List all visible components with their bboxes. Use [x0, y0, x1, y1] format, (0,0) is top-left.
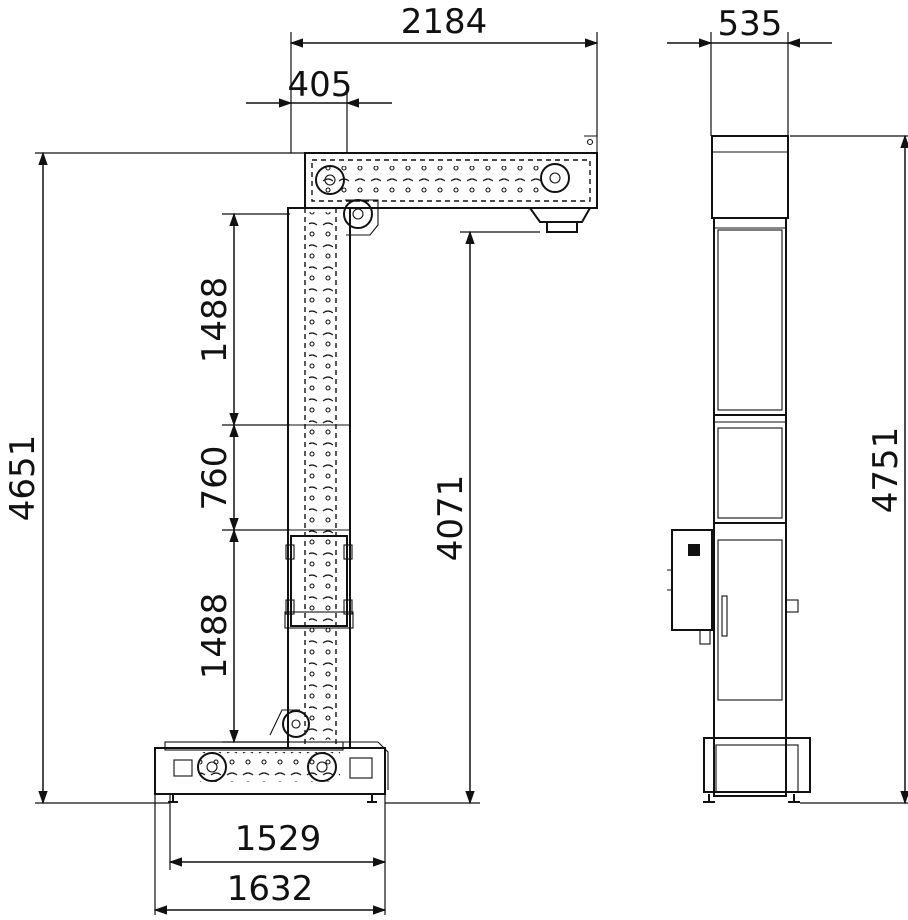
- dimension-lines: [35, 32, 908, 915]
- dim-outer-base-width: 1632: [227, 869, 314, 909]
- dim-overall-width: 2184: [401, 2, 488, 42]
- dim-top-offset: 405: [288, 65, 353, 105]
- bottom-base-section: [154, 741, 389, 803]
- dim-inner-base-width: 1529: [235, 819, 322, 859]
- dim-side-height: 4751: [866, 427, 906, 514]
- dimension-labels: 2184 405 535 4651 1488 760 1488 4071 475…: [3, 2, 906, 909]
- side-elevation: [667, 135, 811, 803]
- top-head-section: [304, 135, 598, 236]
- dim-segment-lower: 1488: [195, 593, 235, 680]
- dim-overall-height: 4651: [3, 435, 43, 522]
- front-elevation: [154, 135, 598, 803]
- dim-segment-middle: 760: [195, 446, 235, 511]
- dim-discharge-height: 4071: [431, 475, 471, 562]
- dim-side-width: 535: [718, 4, 783, 44]
- vertical-column: [269, 207, 354, 749]
- dim-segment-upper: 1488: [195, 277, 235, 364]
